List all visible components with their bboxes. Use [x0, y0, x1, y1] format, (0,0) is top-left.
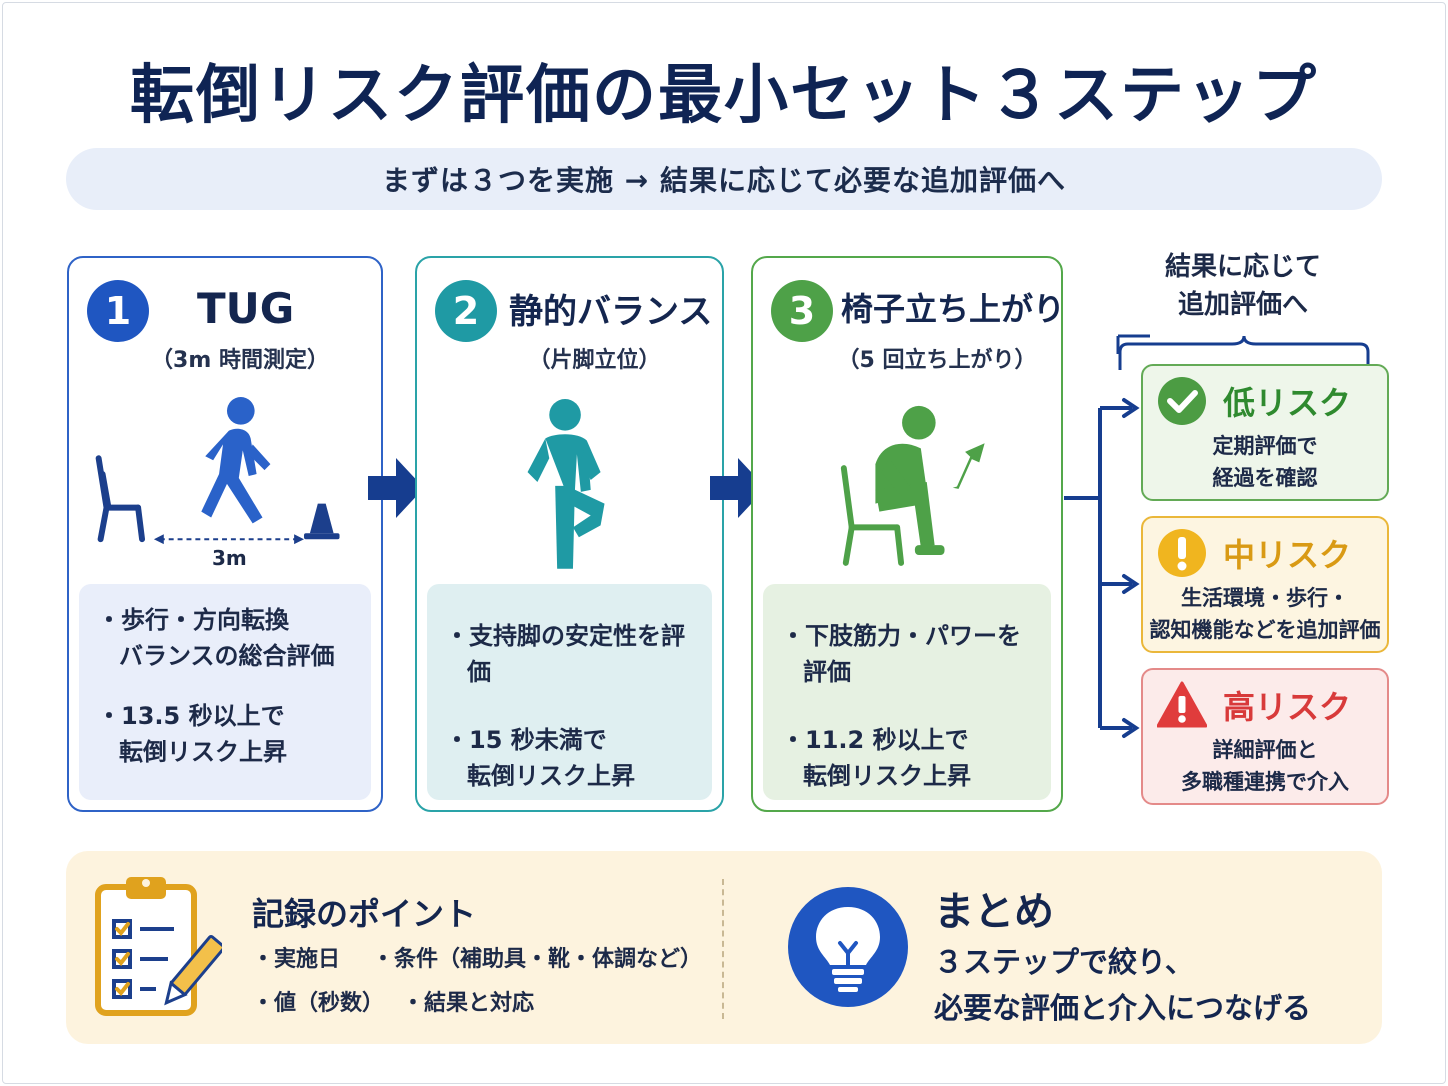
info-line: ・15 秒未満で [445, 726, 607, 754]
risk-desc-line: 経過を確認 [1212, 466, 1318, 490]
risk-desc-line: 生活環境・歩行・ [1181, 586, 1349, 610]
step-subtitle: （3m 時間測定） [151, 348, 329, 373]
risk-desc-line: 定期評価で [1212, 434, 1318, 458]
summary-line: 必要な評価と介入につなげる [934, 991, 1312, 1025]
record-item: ・条件（補助具・靴・体調など） [372, 947, 703, 972]
warning-icon [1157, 681, 1207, 728]
distance-label: 3m [212, 546, 247, 570]
step-info-box: ・下肢筋力・パワーを評価 ・11.2 秒以上で 転倒リスク上昇 [763, 584, 1051, 800]
step-title: TUG [197, 284, 295, 333]
info-line: ・下肢筋力・パワーを評価 [781, 622, 1021, 686]
flow-arrow-icon [368, 458, 424, 518]
step-card-static-balance: 2 静的バランス （片脚立位） ・支持脚の安定性を評価 ・15 秒未満で 転倒リ… [415, 256, 724, 812]
risk-title: 高リスク [1223, 688, 1352, 726]
step-number-badge: 2 [435, 280, 497, 342]
step-title: 椅子立ち上がり [841, 290, 1066, 328]
risk-desc: 詳細評価と 多職種連携で介入 [1143, 734, 1387, 798]
step-card-chair-stand: 3 椅子立ち上がり （5 回立ち上がり） ・下肢筋力・パワーを評価 ・11.2 … [751, 256, 1066, 812]
one-leg-stand-icon [527, 399, 605, 569]
summary-title: まとめ [934, 889, 1054, 935]
risk-card-high: 高リスク 詳細評価と 多職種連携で介入 [1141, 668, 1389, 805]
info-line: ・支持脚の安定性を評価 [445, 622, 685, 686]
panel-divider [722, 879, 724, 1019]
branch-connector [1064, 334, 1150, 738]
info-line: 転倒リスク上昇 [467, 762, 635, 790]
up-arrow-icon [952, 443, 985, 489]
step-card-tug: 1 TUG （3m 時間測定） 3m ・歩行・方向転換 バランスの総合評価 ・1… [67, 256, 383, 812]
risk-card-low: 低リスク 定期評価で 経過を確認 [1141, 364, 1389, 501]
record-item: ・値（秒数） [252, 991, 385, 1016]
record-item: ・実施日 [252, 947, 341, 972]
lightbulb-icon [788, 887, 908, 1007]
tug-illustration [95, 397, 340, 545]
risk-title: 中リスク [1223, 536, 1352, 574]
exclamation-icon [1158, 529, 1206, 577]
clipboard-checklist-icon [95, 877, 222, 1016]
chair-icon [840, 465, 905, 566]
brace-icon [1118, 335, 1370, 370]
risk-desc: 生活環境・歩行・ 認知機能などを追加評価 [1143, 582, 1387, 646]
bottom-panel: 記録のポイント ・実施日 ・条件（補助具・靴・体調など） ・値（秒数） ・結果と… [66, 851, 1382, 1044]
check-icon [1158, 377, 1206, 425]
step-number-badge: 3 [771, 280, 833, 342]
sit-to-stand-icon [840, 405, 985, 566]
step-subtitle: （5 回立ち上がり） [837, 348, 1037, 373]
summary-line: ３ステップで絞り、 [934, 945, 1194, 979]
risk-desc: 定期評価で 経過を確認 [1143, 430, 1387, 494]
subtitle-banner: まずは３つを実施 → 結果に応じて必要な追加評価へ [66, 148, 1382, 210]
risk-title: 低リスク [1223, 384, 1352, 422]
info-line: ・11.2 秒以上で [781, 726, 969, 754]
branch-heading-line: 追加評価へ [1177, 290, 1308, 320]
record-item: ・結果と対応 [402, 991, 535, 1016]
branch-heading: 結果に応じて 追加評価へ [1118, 248, 1368, 324]
step-number-badge: 1 [87, 280, 149, 342]
risk-card-mid: 中リスク 生活環境・歩行・ 認知機能などを追加評価 [1141, 516, 1389, 653]
risk-desc-line: 詳細評価と [1212, 738, 1318, 762]
step-title: 静的バランス [509, 292, 713, 332]
branch-heading-line: 結果に応じて [1164, 252, 1321, 282]
walking-person-icon [201, 397, 271, 524]
risk-desc-line: 多職種連携で介入 [1181, 770, 1349, 794]
info-line: バランスの総合評価 [119, 642, 335, 670]
info-line: ・歩行・方向転換 [97, 606, 289, 634]
info-line: 転倒リスク上昇 [119, 738, 287, 766]
summary-text: ３ステップで絞り、 必要な評価と介入につなげる [934, 939, 1311, 1031]
subtitle-text: まずは３つを実施 → 結果に応じて必要な追加評価へ [382, 164, 1066, 197]
record-title: 記録のポイント [252, 895, 477, 933]
page-title: 転倒リスク評価の最小セット３ステップ [130, 59, 1318, 133]
chair-icon [95, 455, 146, 543]
risk-desc-line: 認知機能などを追加評価 [1149, 618, 1381, 642]
info-line: 転倒リスク上昇 [803, 762, 971, 790]
step-info-box: ・支持脚の安定性を評価 ・15 秒未満で 転倒リスク上昇 [427, 584, 712, 800]
cone-icon [303, 503, 340, 540]
info-line: ・13.5 秒以上で [97, 702, 285, 730]
step-info-box: ・歩行・方向転換 バランスの総合評価 ・13.5 秒以上で 転倒リスク上昇 [79, 584, 371, 800]
step-subtitle: （片脚立位） [528, 348, 661, 373]
